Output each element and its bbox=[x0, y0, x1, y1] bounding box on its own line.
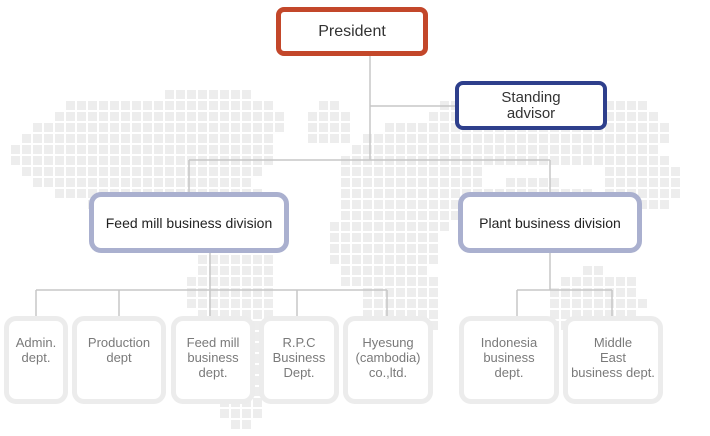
middle-east-business-dept-node: Middle East business dept. bbox=[563, 316, 663, 404]
admin-dept-label: Admin. dept. bbox=[15, 335, 57, 365]
plant-division-node: Plant business division bbox=[458, 192, 642, 253]
production-dept-label: Production dept bbox=[87, 335, 151, 365]
rpc-business-dept-node: R.P.C Business Dept. bbox=[259, 316, 339, 404]
president-label: President bbox=[318, 22, 386, 40]
standing-advisor-label: Standing advisor bbox=[501, 88, 561, 122]
production-dept-node: Production dept bbox=[72, 316, 166, 404]
rpc-business-dept-label: R.P.C Business Dept. bbox=[272, 335, 326, 380]
feed-mill-division-node: Feed mill business division bbox=[89, 192, 289, 253]
standing-advisor-node: Standing advisor bbox=[455, 81, 607, 130]
president-node: President bbox=[276, 7, 428, 56]
indonesia-business-dept-node: Indonesia business dept. bbox=[459, 316, 559, 404]
feed-mill-division-label: Feed mill business division bbox=[105, 214, 273, 231]
plant-division-label: Plant business division bbox=[479, 214, 621, 231]
hyesung-cambodia-label: Hyesung (cambodia) co.,ltd. bbox=[355, 335, 421, 380]
admin-dept-node: Admin. dept. bbox=[4, 316, 68, 404]
hyesung-cambodia-node: Hyesung (cambodia) co.,ltd. bbox=[343, 316, 433, 404]
middle-east-business-dept-label: Middle East business dept. bbox=[571, 335, 655, 380]
feed-mill-business-dept-label: Feed mill business dept. bbox=[186, 335, 240, 380]
feed-mill-business-dept-node: Feed mill business dept. bbox=[171, 316, 255, 404]
indonesia-business-dept-label: Indonesia business dept. bbox=[480, 335, 538, 380]
